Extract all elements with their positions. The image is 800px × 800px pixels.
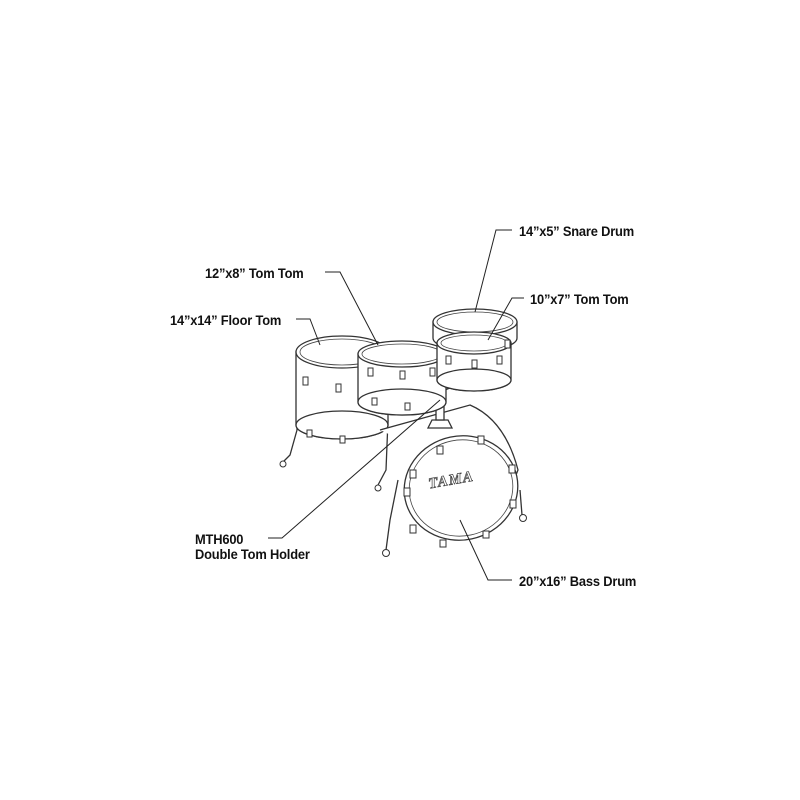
label-tom-holder-model: MTH600: [195, 531, 244, 547]
tom-10-drawing: [436, 331, 512, 392]
label-tom-10: 10”x7” Tom Tom: [530, 291, 629, 307]
label-floor-tom: 14”x14” Floor Tom: [170, 312, 282, 328]
bass-drum-spurs: [382, 479, 527, 557]
label-snare-drum: 14”x5” Snare Drum: [519, 223, 634, 239]
label-tom-holder-name: Double Tom Holder: [195, 546, 310, 562]
tom-12-drawing: [357, 340, 447, 416]
floor-tom-legs: [279, 380, 389, 492]
leader-lines: [268, 229, 524, 581]
bass-drum-drawing: TAMA: [379, 404, 519, 548]
label-bass-drum: 20”x16” Bass Drum: [519, 573, 637, 589]
label-tom-12: 12”x8” Tom Tom: [205, 265, 304, 281]
